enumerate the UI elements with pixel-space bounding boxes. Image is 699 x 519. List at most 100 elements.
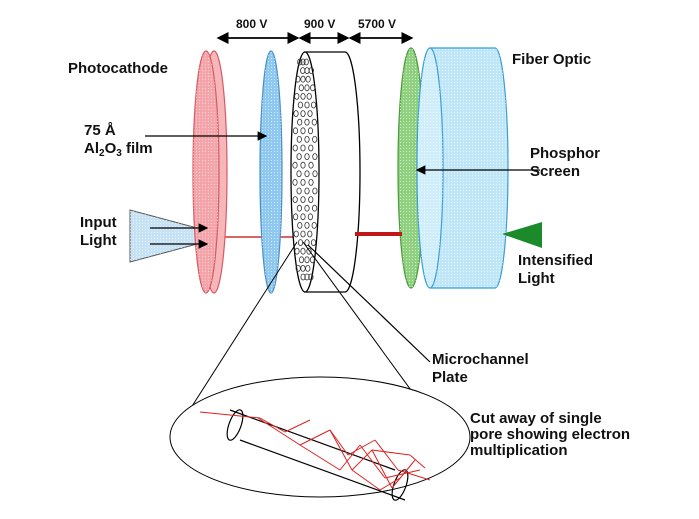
intensified-light-label-line1: Intensified [518, 252, 594, 269]
pore-hole [310, 239, 317, 247]
electron-path-segment [379, 477, 401, 491]
pore-hole [292, 178, 298, 186]
pore-hole [306, 247, 312, 255]
photocathode-label: Photocathode [68, 60, 168, 77]
pore-hole [304, 118, 310, 126]
pore-hole [308, 67, 314, 74]
cutaway-label-line2: pore showing electron [470, 426, 631, 443]
pore-hole [307, 213, 313, 221]
fiber-optic-label: Fiber Optic [512, 51, 592, 68]
input-light-label-line2: Light [80, 232, 117, 249]
pore-hole [296, 204, 302, 212]
pore-hole [307, 110, 313, 117]
pore-hole [305, 75, 311, 83]
pore-hole [304, 84, 310, 92]
pore-hole [305, 264, 311, 272]
pore-hole [296, 170, 302, 178]
voltage-label-1: 800 V [236, 17, 268, 31]
pore-hole [304, 135, 310, 143]
pore-hole [308, 161, 314, 169]
pore-hole [308, 178, 314, 186]
leader-lines [145, 131, 540, 363]
voltage-label-3: 5700 V [358, 17, 397, 31]
voltage-label-2: 900 V [304, 17, 336, 31]
input-light-label-line1: Input [80, 214, 117, 231]
pore-hole [308, 196, 314, 204]
pore-hole [312, 135, 318, 143]
microchannel-label-line2: Plate [432, 369, 468, 386]
electron-path-segment [397, 469, 431, 481]
al2o3-film [259, 50, 283, 294]
pore-hole [300, 178, 306, 186]
electron-path-segment [409, 454, 426, 469]
electron-paths [199, 411, 431, 491]
electron-path-segment [329, 429, 353, 471]
fiber-optic [416, 47, 509, 289]
electron-path-segment [371, 449, 393, 489]
intensified-light-label-line2: Light [518, 270, 555, 287]
pore-hole [292, 161, 298, 169]
pore-hole [304, 187, 310, 195]
intensified-light-cone [502, 222, 542, 248]
microchannel-label-line1: Microchannel [432, 351, 529, 368]
pore-hole [312, 187, 318, 195]
photocathode-disk [192, 50, 228, 294]
pore-hole [300, 75, 306, 83]
pore-hole [298, 84, 304, 92]
pore-hole [297, 58, 303, 66]
pore-hole [297, 118, 303, 126]
pore-hole [312, 153, 318, 161]
pore-hole [296, 135, 302, 143]
pore-hole [300, 247, 306, 255]
pore-hole [300, 196, 306, 204]
pore-hole [300, 93, 306, 100]
pore-hole [306, 93, 312, 100]
pore-hole [297, 101, 303, 109]
electron-path-segment [339, 444, 361, 471]
pore-hole [300, 230, 306, 238]
pore-hole [309, 256, 316, 264]
pore-hole [304, 256, 310, 264]
pore-hole [311, 118, 317, 126]
pore-hole [300, 110, 306, 117]
electron-path-segment [299, 429, 331, 446]
pore-hole [307, 127, 314, 135]
phosphor-screen [397, 47, 425, 289]
pore-hole [300, 213, 306, 221]
phosphor-label-line2: Screen [530, 163, 581, 180]
pore-hole [292, 196, 298, 204]
phosphor-label-line1: Phosphor [530, 145, 600, 162]
pore-hole [298, 256, 305, 264]
cutaway-label-line3: multiplication [470, 442, 568, 459]
pore-hole [292, 127, 299, 135]
electron-path-segment [257, 417, 301, 446]
cutaway-callout [169, 241, 471, 498]
pore-hole [303, 58, 309, 66]
pore-hole [308, 273, 314, 281]
pore-hole [292, 144, 298, 152]
electron-path-segment [384, 469, 421, 479]
pore-hole [310, 84, 316, 92]
electron-path-segment [351, 469, 381, 491]
single-pore [226, 409, 409, 501]
pore-hole [295, 75, 301, 83]
pore-hole [308, 144, 314, 152]
electron-path-segment [199, 411, 261, 419]
pore-hole [310, 101, 317, 109]
pore-hole [293, 110, 299, 117]
electron-path-segment [347, 439, 376, 456]
pore-hole [312, 170, 318, 178]
pore-hole [311, 221, 317, 229]
pore-hole [304, 170, 310, 178]
pore-hole [304, 204, 310, 212]
film-label-line1: 75 Å [84, 122, 116, 139]
pore-hole [300, 58, 306, 66]
electron-path-segment [374, 439, 399, 471]
pore-hole [300, 144, 306, 152]
electron-path-segment [284, 419, 311, 433]
pore-hole [294, 247, 300, 255]
pore-hole [294, 93, 300, 100]
pore-hole [304, 221, 310, 229]
pore-hole [300, 127, 306, 135]
pore-hole [297, 239, 304, 247]
